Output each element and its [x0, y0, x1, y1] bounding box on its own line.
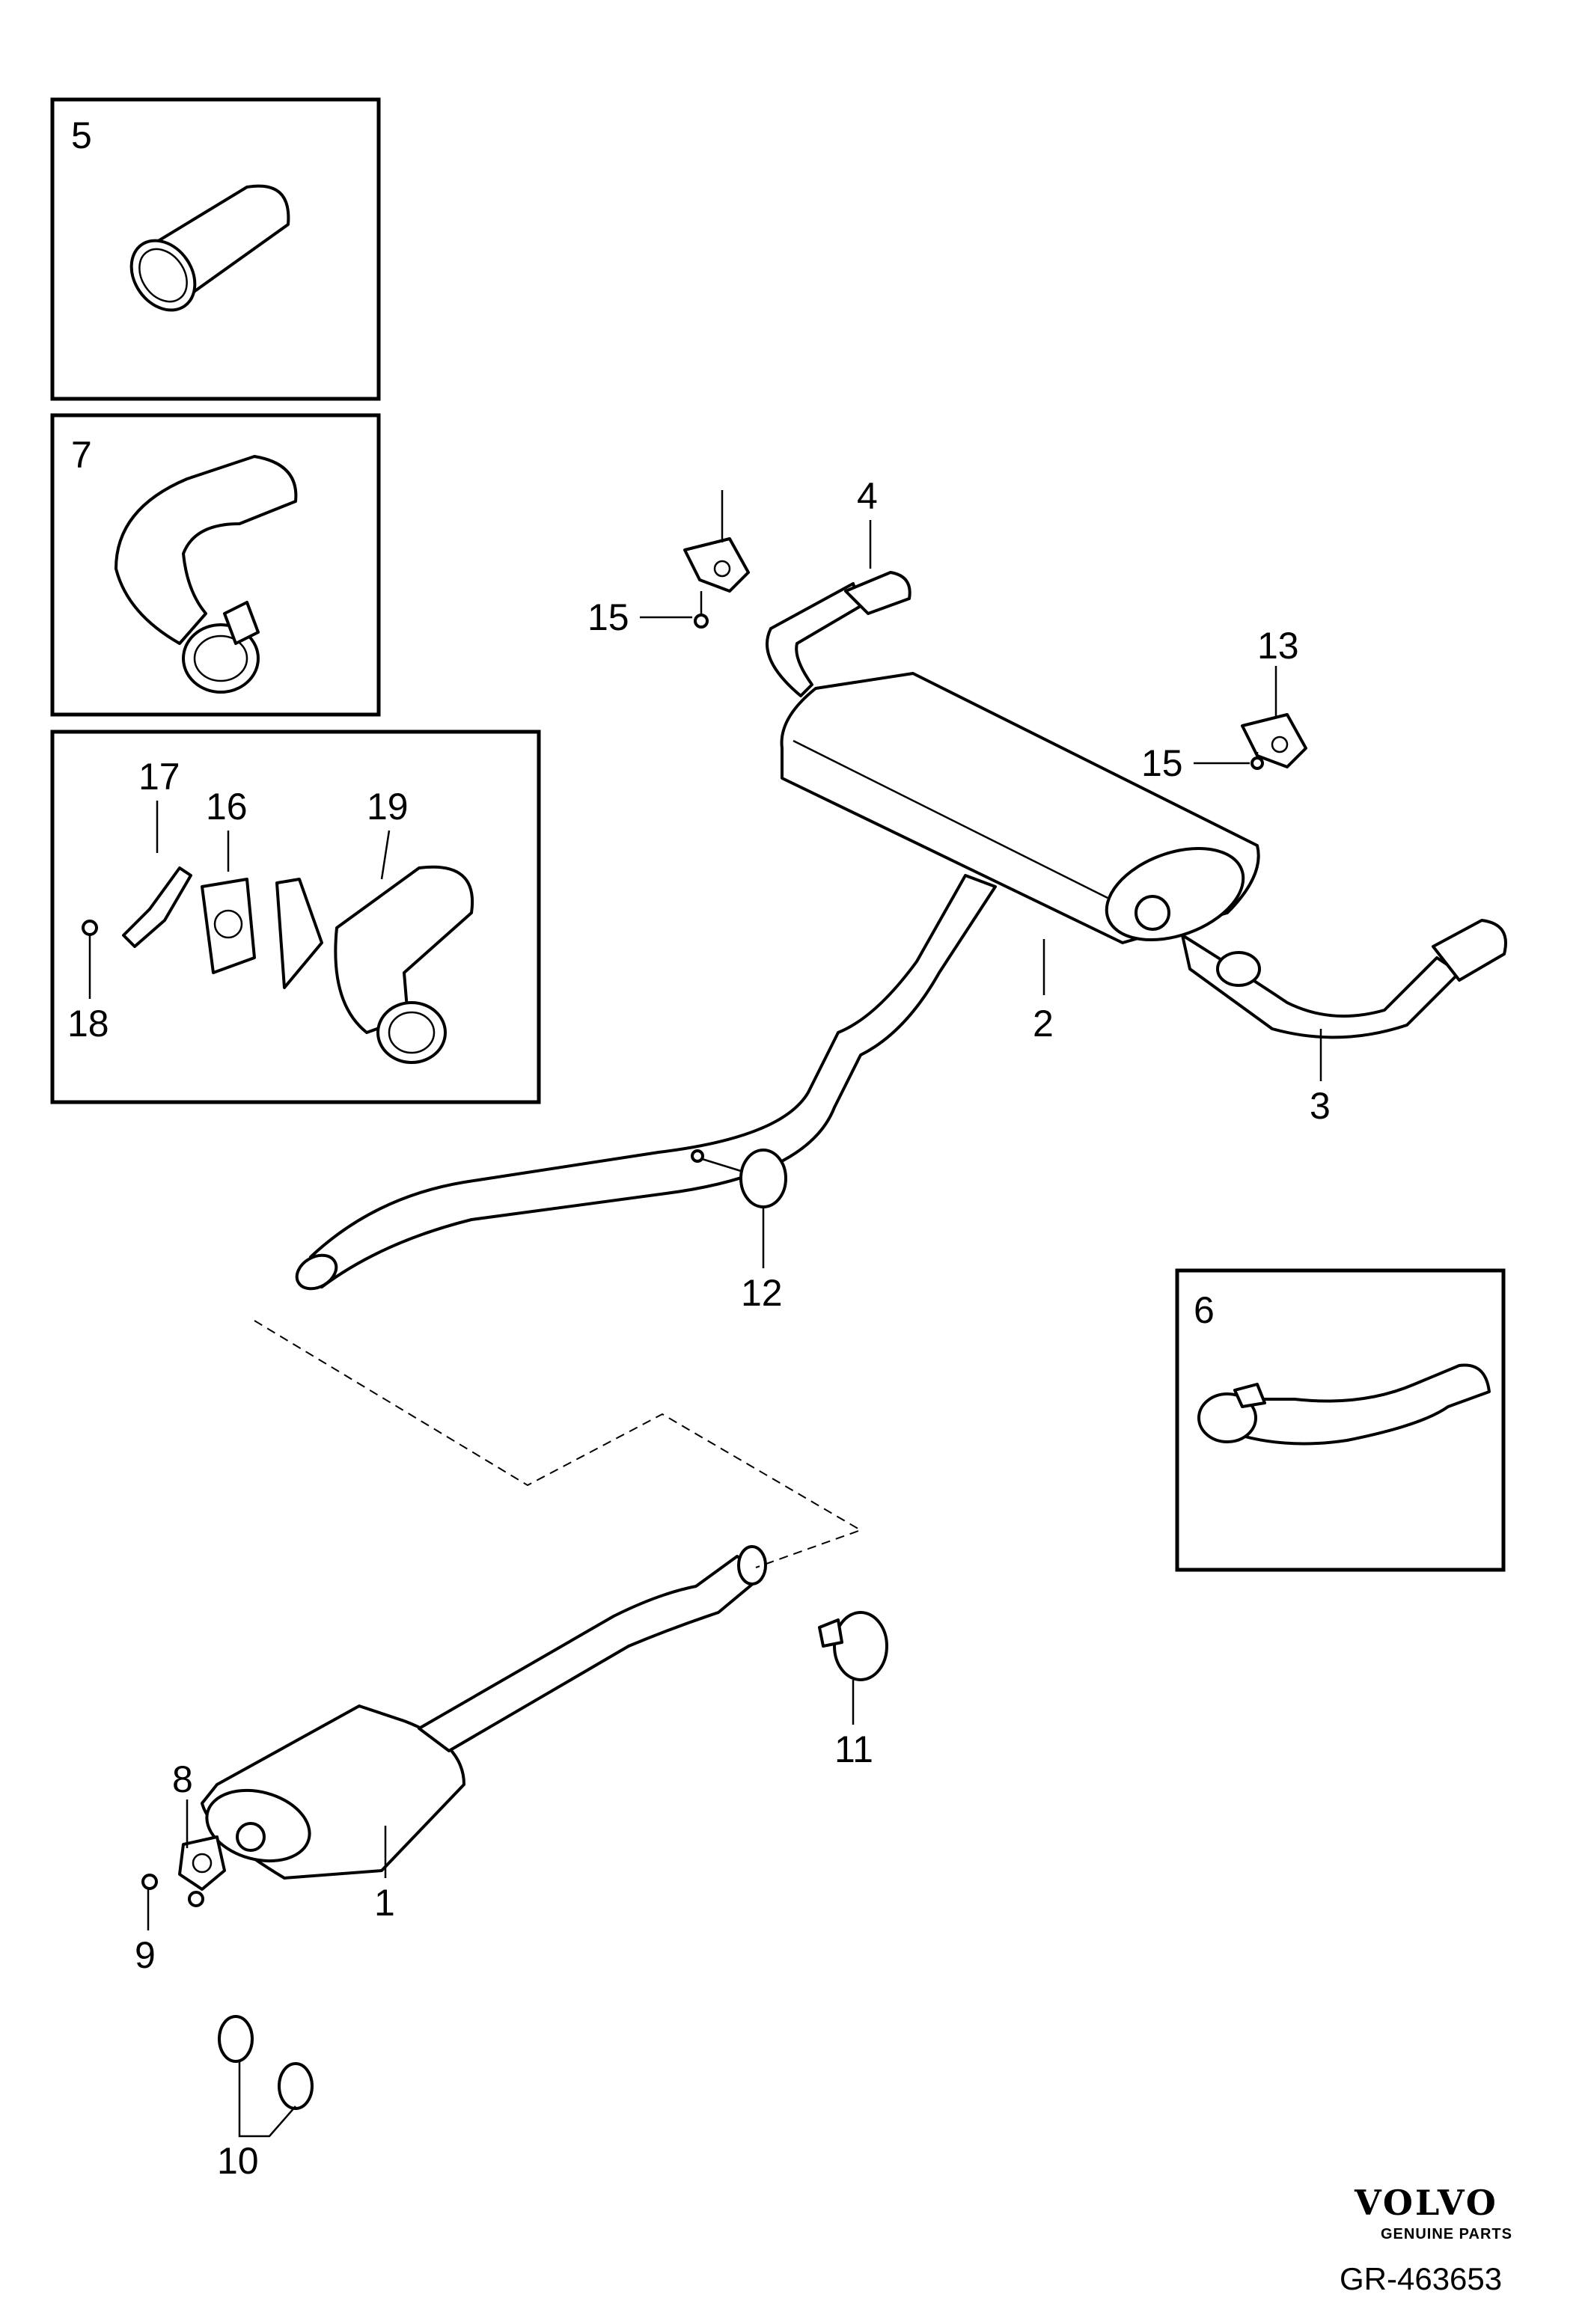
inset-box-6: 6: [1175, 1268, 1506, 1572]
label-9: 9: [135, 1934, 156, 1976]
flex-pipe-19: [334, 865, 474, 1064]
label-12: 12: [741, 1272, 783, 1314]
rear-muffler-2: [780, 672, 1260, 944]
label-8: 8: [172, 1758, 193, 1800]
tail-pipe-trim-5: [129, 184, 290, 312]
bracket-17: [122, 866, 192, 948]
nut-9: [141, 1874, 204, 1907]
bolt-15-lower: [1250, 752, 1264, 770]
label-19: 19: [367, 786, 409, 828]
nut-18: [82, 920, 98, 936]
rubber-mount-12: [691, 1149, 787, 1208]
front-pipe: [418, 1545, 767, 1752]
tail-pipe-6: [1197, 1363, 1491, 1446]
intermediate-pipe-front: [295, 874, 997, 1291]
volvo-logo: VOLVO GENUINE PARTS: [1354, 2183, 1512, 2242]
label-15-upper: 15: [587, 596, 629, 638]
heat-shield: [275, 878, 323, 989]
actuator-16: [201, 878, 256, 974]
label-4: 4: [857, 475, 878, 517]
label-11: 11: [834, 1728, 873, 1770]
bolt-15-upper: [694, 591, 709, 629]
gasket-8: [178, 1835, 226, 1891]
bracket-upper: [683, 537, 750, 593]
clamp-11: [818, 1611, 888, 1681]
front-muffler-1: [201, 1704, 465, 1880]
label-10: 10: [217, 2140, 259, 2182]
pipe-4-outlet: [766, 571, 911, 697]
brand-name: VOLVO: [1354, 2183, 1498, 2223]
label-6: 6: [1194, 1289, 1215, 1331]
inset-box-16-19: 17 16 19 18: [50, 730, 541, 1104]
bracket-13: [1241, 713, 1307, 768]
connection-dashed-line: [254, 1320, 863, 1568]
label-13: 13: [1257, 625, 1299, 667]
label-18: 18: [67, 1003, 109, 1045]
label-16: 16: [206, 786, 248, 828]
label-1: 1: [374, 1882, 395, 1924]
tail-pipe-7: [114, 455, 298, 694]
document-id: GR-463653: [1340, 2261, 1502, 2296]
label-17: 17: [138, 756, 180, 798]
brand-tagline: GENUINE PARTS: [1381, 2226, 1512, 2242]
rubber-mounts-10: [218, 2015, 314, 2110]
inset-box-7: 7: [50, 413, 381, 717]
inset-box-5: 5: [50, 97, 381, 401]
leader-lines: [147, 490, 1322, 2138]
label-5: 5: [71, 114, 92, 156]
label-15-lower: 15: [1141, 742, 1183, 784]
pipe-3-tail: [1181, 919, 1507, 1039]
label-2: 2: [1033, 1003, 1054, 1045]
label-3: 3: [1310, 1085, 1331, 1127]
label-7: 7: [71, 434, 92, 476]
